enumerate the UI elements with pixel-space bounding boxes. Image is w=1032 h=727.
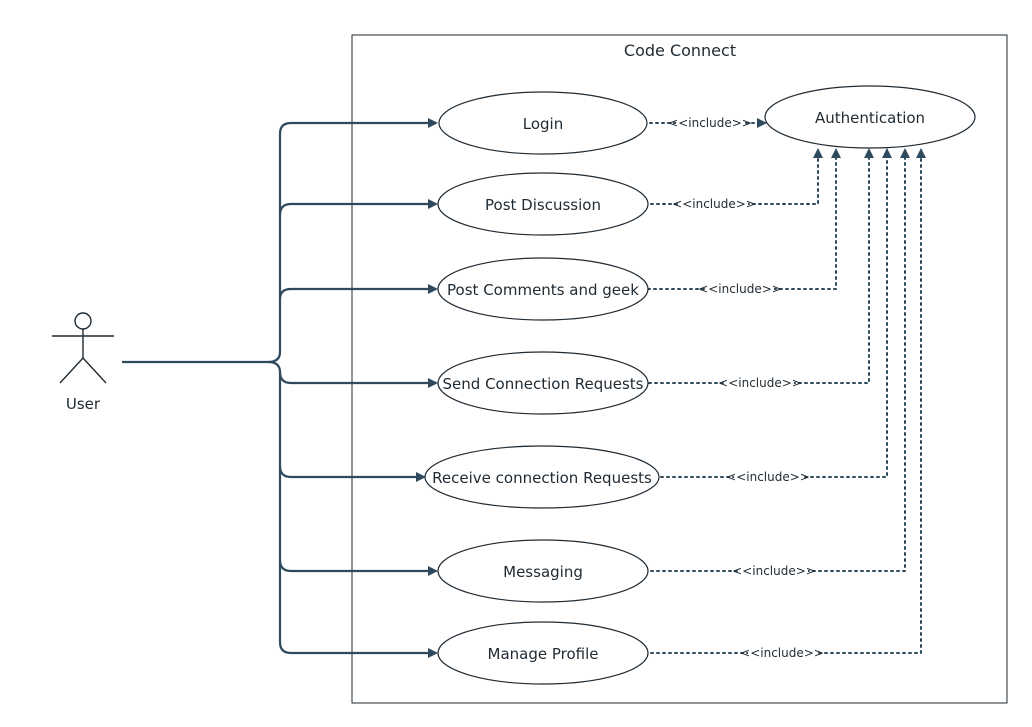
include-label: <<include>> [726, 470, 810, 484]
association-receive-requests [278, 465, 426, 482]
association-lower-trunk [267, 360, 438, 658]
use-case-label: Manage Profile [488, 645, 599, 663]
include-line-post-discussion [650, 148, 823, 205]
include-label: <<include>> [718, 376, 802, 390]
include-line-post-comments [647, 148, 841, 290]
system-title: Code Connect [624, 41, 736, 60]
use-case-ellipse [437, 351, 649, 415]
actor-left-leg [59, 357, 84, 384]
use-case-ellipse [437, 621, 649, 685]
use-case-ellipse [424, 445, 660, 509]
use-case-post-discussion: Post Discussion [437, 172, 649, 236]
association-lines [122, 118, 438, 658]
include-line-manage-profile [650, 148, 926, 654]
include-line-receive-requests [660, 148, 892, 478]
use-case-ellipse [438, 91, 648, 155]
association-send-requests [278, 371, 438, 388]
use-case-send-requests: Send Connection Requests [437, 351, 649, 415]
include-label: <<include>> [732, 564, 816, 578]
association-post-comments [278, 284, 438, 300]
use-case-ellipse [437, 172, 649, 236]
association-post-discussion [278, 199, 438, 216]
actor-right-leg [82, 357, 107, 384]
use-case-label: Send Connection Requests [443, 375, 644, 393]
actor-label: User [66, 395, 101, 413]
include-label: <<include>> [672, 197, 756, 211]
use-case-receive-requests: Receive connection Requests [424, 445, 660, 509]
use-case-label: Receive connection Requests [432, 469, 652, 487]
use-case-manage-profile: Manage Profile [437, 621, 649, 685]
use-case-authentication: Authentication [764, 85, 976, 149]
association-messaging [278, 559, 438, 576]
use-case-messaging: Messaging [437, 539, 649, 603]
system-boundary [351, 34, 1008, 704]
actor-user: User [52, 312, 114, 413]
include-labels: <<include>> <<include>> <<include>> <<in… [668, 115, 824, 661]
include-line-messaging [650, 148, 910, 572]
include-line-send-requests [648, 148, 874, 384]
use-case-login: Login [438, 91, 648, 155]
use-case-label: Login [523, 115, 563, 133]
use-case-label: Authentication [815, 109, 925, 127]
include-label: <<include>> [740, 646, 824, 660]
use-case-label: Post Comments and geek [447, 281, 639, 299]
association-trunk [122, 118, 438, 364]
include-label: <<include>> [698, 282, 782, 296]
use-case-ellipse [437, 539, 649, 603]
actor-head [74, 312, 92, 330]
use-case-label: Messaging [503, 563, 583, 581]
use-case-post-comments: Post Comments and geek [437, 257, 649, 321]
use-case-ellipse [764, 85, 976, 149]
include-label: <<include>> [668, 116, 752, 130]
use-case-label: Post Discussion [485, 196, 601, 214]
use-case-ellipse [437, 257, 649, 321]
